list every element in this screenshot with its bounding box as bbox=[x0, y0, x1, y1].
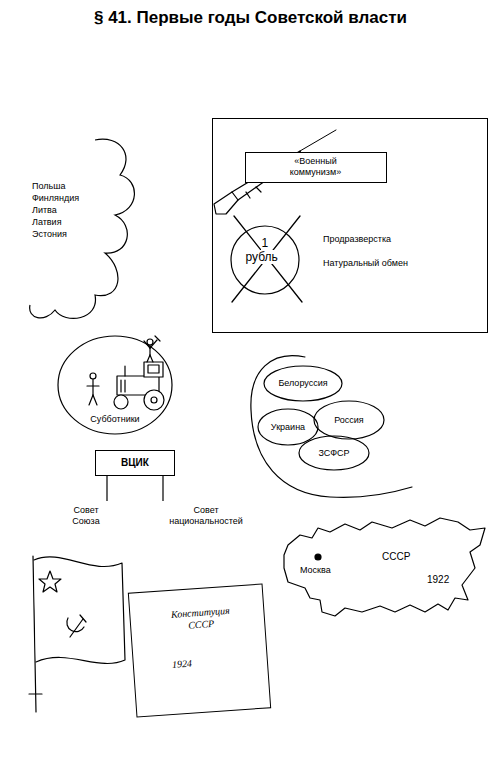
node-text: Литва bbox=[32, 204, 135, 216]
republic-ellipse: ЗСФСР bbox=[298, 435, 370, 471]
node-text: Совет национальностей bbox=[161, 505, 251, 527]
connector-line bbox=[162, 476, 163, 501]
ellipse-line bbox=[299, 436, 369, 470]
council-box: ВЦИК bbox=[95, 450, 175, 476]
policy-box: «Военный коммунизм» bbox=[245, 152, 387, 183]
ellipse-line bbox=[258, 409, 318, 445]
node-text: Продразверстка bbox=[323, 233, 487, 245]
cross-out-mark bbox=[232, 216, 302, 302]
worker-figure bbox=[87, 373, 99, 405]
node-text: Совет Союза bbox=[63, 505, 109, 527]
node-text: Латвия bbox=[32, 216, 135, 228]
page-title: § 41. Первые годы Советской власти bbox=[0, 8, 501, 28]
node-text: Субботники bbox=[57, 413, 173, 425]
chamber-label: Совет Союза bbox=[59, 503, 113, 529]
map-label: Москва bbox=[300, 565, 331, 575]
node-text: Россия bbox=[334, 415, 364, 426]
republic-ellipse: Белоруссия bbox=[263, 365, 343, 402]
node-text: рубль bbox=[245, 250, 279, 264]
soviet-flag bbox=[29, 556, 125, 712]
map-label-wrap: Москва bbox=[300, 565, 331, 575]
map-label: 1922 bbox=[427, 574, 449, 585]
subbotnik-ellipse: Субботники bbox=[57, 335, 173, 435]
worker-figure bbox=[144, 336, 160, 362]
connector-line bbox=[106, 476, 107, 501]
node-text: ЗСФСР bbox=[318, 448, 349, 459]
node-text: Натуральный обмен bbox=[323, 257, 487, 269]
ussr-map bbox=[284, 518, 485, 616]
constitution-document: Конституция СССР 1924 bbox=[128, 583, 271, 717]
node-text: 1924 bbox=[172, 652, 268, 671]
node-text: Белоруссия bbox=[278, 378, 327, 389]
node-text: Эстония bbox=[32, 228, 135, 240]
union-outline bbox=[251, 356, 412, 498]
map-label-wrap: 1922 bbox=[427, 574, 449, 585]
node-text: Польша bbox=[32, 180, 135, 192]
node-text: Украина bbox=[271, 422, 305, 433]
title-wrap: § 41. Первые годы Советской власти bbox=[0, 8, 501, 28]
ellipse-line bbox=[231, 226, 299, 294]
chamber-label: Совет национальностей bbox=[157, 503, 255, 529]
node-text: Финляндия bbox=[32, 192, 135, 204]
ellipse-line bbox=[58, 336, 172, 434]
ellipse-line bbox=[264, 366, 342, 401]
cloud-region: ПольшаФинляндияЛитваЛатвияЭстония bbox=[25, 135, 135, 325]
ellipse-line bbox=[314, 401, 384, 439]
tractor-picture bbox=[114, 362, 164, 410]
policy-panel: ПродразверсткаНатуральный обмен «Военный … bbox=[212, 118, 488, 333]
node-text: Конституция СССР bbox=[165, 604, 237, 633]
node-text: «Военный коммунизм» bbox=[280, 156, 352, 178]
map-label: СССР bbox=[382, 551, 410, 562]
node-text: 1 bbox=[261, 236, 270, 250]
cloud-line bbox=[30, 139, 135, 318]
capital-dot bbox=[315, 554, 321, 560]
ruble-circle: 1рубль bbox=[230, 225, 300, 295]
republic-ellipse: Россия bbox=[313, 400, 385, 440]
node-text: ВЦИК bbox=[121, 457, 149, 469]
map-label-wrap: СССР bbox=[382, 551, 410, 562]
